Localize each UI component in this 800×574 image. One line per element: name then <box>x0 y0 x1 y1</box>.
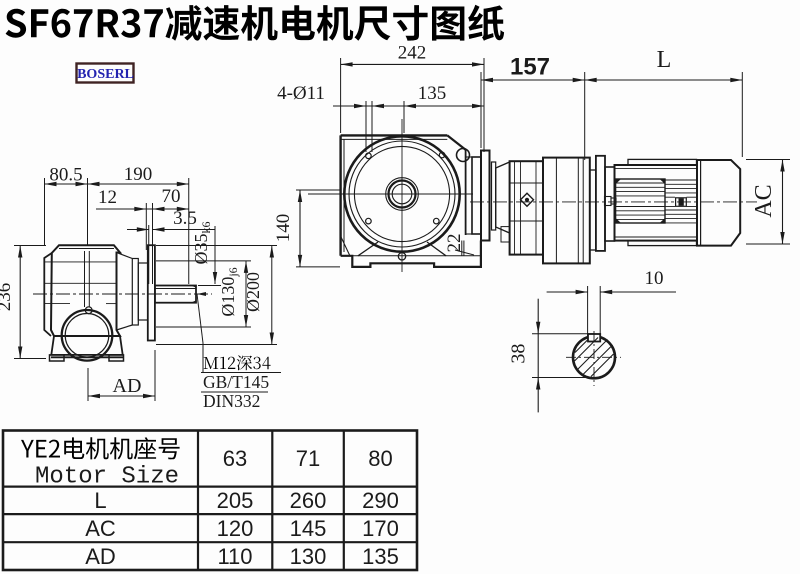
svg-text:140: 140 <box>273 214 294 243</box>
svg-text:AD: AD <box>113 375 142 397</box>
svg-text:135: 135 <box>418 83 447 104</box>
svg-text:190: 190 <box>124 164 153 185</box>
svg-text:BOSERL: BOSERL <box>77 67 134 82</box>
svg-text:10: 10 <box>645 268 664 289</box>
svg-text:120: 120 <box>217 516 254 541</box>
svg-text:GB/T145: GB/T145 <box>203 372 269 392</box>
svg-text:38: 38 <box>507 344 529 364</box>
svg-text:80.5: 80.5 <box>49 165 82 186</box>
svg-text:260: 260 <box>290 488 327 513</box>
svg-text:242: 242 <box>398 43 427 64</box>
svg-text:145: 145 <box>290 516 327 541</box>
svg-text:110: 110 <box>217 544 252 569</box>
svg-text:3.5: 3.5 <box>173 208 197 229</box>
svg-text:L: L <box>94 488 106 513</box>
svg-text:135: 135 <box>362 544 399 569</box>
svg-text:236: 236 <box>0 283 15 312</box>
svg-text:4-Ø11: 4-Ø11 <box>277 83 325 104</box>
svg-text:290: 290 <box>362 488 399 513</box>
svg-text:70: 70 <box>162 186 181 207</box>
svg-text:63: 63 <box>223 446 247 471</box>
svg-text:DIN332: DIN332 <box>203 391 260 411</box>
svg-text:12: 12 <box>98 187 117 208</box>
svg-text:205: 205 <box>217 488 254 513</box>
svg-text:L: L <box>657 47 672 73</box>
svg-text:AC: AC <box>751 184 777 217</box>
svg-text:Ø130j6: Ø130j6 <box>218 267 240 316</box>
svg-text:Ø200: Ø200 <box>243 272 263 312</box>
svg-text:157: 157 <box>510 54 550 81</box>
svg-text:130: 130 <box>290 544 327 569</box>
svg-text:AC: AC <box>85 516 116 541</box>
svg-text:Motor Size: Motor Size <box>35 464 179 491</box>
svg-text:170: 170 <box>362 516 399 541</box>
svg-text:22: 22 <box>444 234 465 253</box>
svg-text:AD: AD <box>85 544 116 569</box>
svg-text:71: 71 <box>296 446 320 471</box>
svg-text:80: 80 <box>368 446 392 471</box>
